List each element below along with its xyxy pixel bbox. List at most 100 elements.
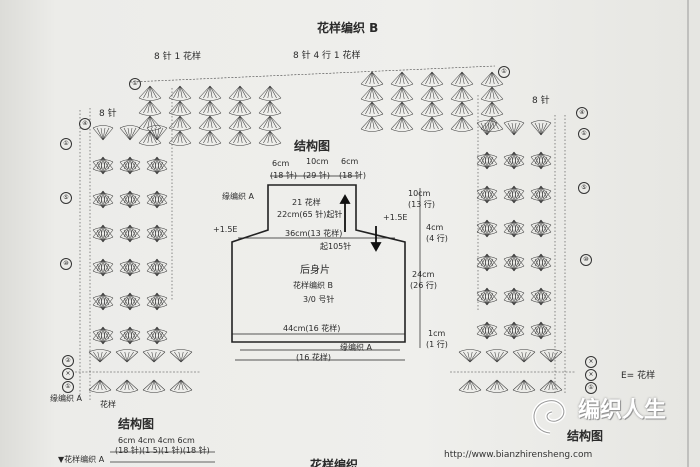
stitch-stroke xyxy=(461,86,474,100)
stitch-stroke xyxy=(476,321,488,335)
stitch-arc xyxy=(503,324,525,328)
stitch-arc xyxy=(360,128,384,132)
stitch-stroke xyxy=(146,258,158,272)
stitch-stroke xyxy=(100,190,104,204)
stitch-stroke xyxy=(138,100,151,114)
stitch-arc xyxy=(92,304,114,308)
stitch-stroke xyxy=(484,287,488,301)
stitch-stroke xyxy=(540,185,544,199)
stitch-arc xyxy=(503,231,525,235)
stitch-stroke xyxy=(534,219,542,233)
stitch-stroke xyxy=(156,161,168,175)
stitch-stroke xyxy=(450,71,463,85)
stitch-stroke xyxy=(513,190,517,204)
stitch-stroke xyxy=(177,130,181,144)
stitch-stroke xyxy=(476,151,488,165)
stitch-stroke xyxy=(96,297,104,311)
stitch-stroke xyxy=(534,122,542,136)
stitch-stroke xyxy=(507,185,515,199)
stitch-stroke xyxy=(239,130,243,144)
stitch-stroke xyxy=(102,297,114,311)
stitch-stroke xyxy=(371,71,384,85)
stitch-stroke xyxy=(267,115,271,129)
stitch-stroke xyxy=(127,161,131,175)
stitch-arc xyxy=(119,159,141,163)
stitch-arc xyxy=(480,83,504,87)
stitch-stroke xyxy=(209,130,222,144)
stitch-stroke xyxy=(92,331,104,345)
stitch-stroke xyxy=(174,351,182,363)
stitch-stroke xyxy=(92,229,104,243)
stitch-stroke xyxy=(169,351,182,363)
stitch-stroke xyxy=(269,115,273,129)
stitch-stroke xyxy=(540,156,544,170)
stitch-stroke xyxy=(431,101,439,115)
stitch-stroke xyxy=(209,85,213,99)
stitch-arc xyxy=(360,98,384,102)
stitch-stroke xyxy=(395,101,403,115)
stitch-stroke xyxy=(156,229,160,243)
stitch-stroke xyxy=(540,258,544,272)
stitch-stroke xyxy=(129,297,137,311)
stitch-stroke xyxy=(153,379,166,391)
stitch-stroke xyxy=(102,292,114,306)
stitch-stroke xyxy=(485,351,498,363)
stitch-stroke xyxy=(507,224,515,238)
stitch-stroke xyxy=(489,101,493,115)
label-21-pattern-rows: 21 花样 xyxy=(292,198,321,207)
stitch-stroke xyxy=(156,263,164,277)
stitch-stroke xyxy=(429,116,433,130)
stitch-stroke xyxy=(530,185,542,199)
stitch-stroke xyxy=(180,351,184,363)
stitch-stroke xyxy=(119,331,131,345)
row-marker: × xyxy=(585,369,597,381)
stitch-stroke xyxy=(258,85,271,99)
stitch-stroke xyxy=(149,100,162,114)
stitch-stroke xyxy=(401,116,409,130)
stitch-stroke xyxy=(150,258,158,272)
stitch-stroke xyxy=(365,71,373,85)
stitch-stroke xyxy=(461,101,474,115)
stitch-stroke xyxy=(209,130,217,144)
stitch-arc xyxy=(530,299,552,303)
stitch-arc xyxy=(420,83,444,87)
stitch-stroke xyxy=(156,156,164,170)
stitch-stroke xyxy=(129,263,133,277)
stitch-stroke xyxy=(96,292,104,306)
stitch-stroke xyxy=(513,253,521,267)
stitch-stroke xyxy=(154,229,158,243)
label-8-stitch-4-row-1-pattern: 8 针 4 行 1 花样 xyxy=(293,51,361,61)
stitch-stroke xyxy=(540,219,548,233)
stitch-stroke xyxy=(489,71,493,85)
stitch-stroke xyxy=(237,85,241,99)
stitch-stroke xyxy=(207,100,211,114)
stitch-stroke xyxy=(143,85,151,99)
stitch-stroke xyxy=(102,195,110,209)
stitch-stroke xyxy=(513,287,525,301)
stitch-stroke xyxy=(390,101,403,115)
stitch-stroke xyxy=(126,379,130,391)
dim-height-10cm: 10cm xyxy=(408,189,431,198)
stitch-stroke xyxy=(127,195,131,209)
stitch-stroke xyxy=(540,185,548,199)
stitch-stroke xyxy=(102,292,106,306)
stitch-stroke xyxy=(480,287,488,301)
stitch-stroke xyxy=(156,156,168,170)
stitch-stroke xyxy=(156,292,168,306)
row-marker: ④ xyxy=(79,118,91,130)
stitch-stroke xyxy=(476,287,488,301)
stitch-arc xyxy=(476,154,498,158)
stitch-stroke xyxy=(507,151,515,165)
row-marker: ① xyxy=(498,66,510,78)
stitch-stroke xyxy=(503,190,515,204)
stitch-stroke xyxy=(480,122,488,136)
stitch-stroke xyxy=(127,229,131,243)
stitch-arc xyxy=(476,231,498,235)
stitch-stroke xyxy=(503,151,515,165)
stitch-stroke xyxy=(540,258,552,272)
stitch-stroke xyxy=(129,224,133,238)
stitch-arc xyxy=(92,261,114,265)
stitch-stroke xyxy=(263,115,271,129)
row-marker: ⑩ xyxy=(580,254,592,266)
stitch-arc xyxy=(530,188,552,192)
